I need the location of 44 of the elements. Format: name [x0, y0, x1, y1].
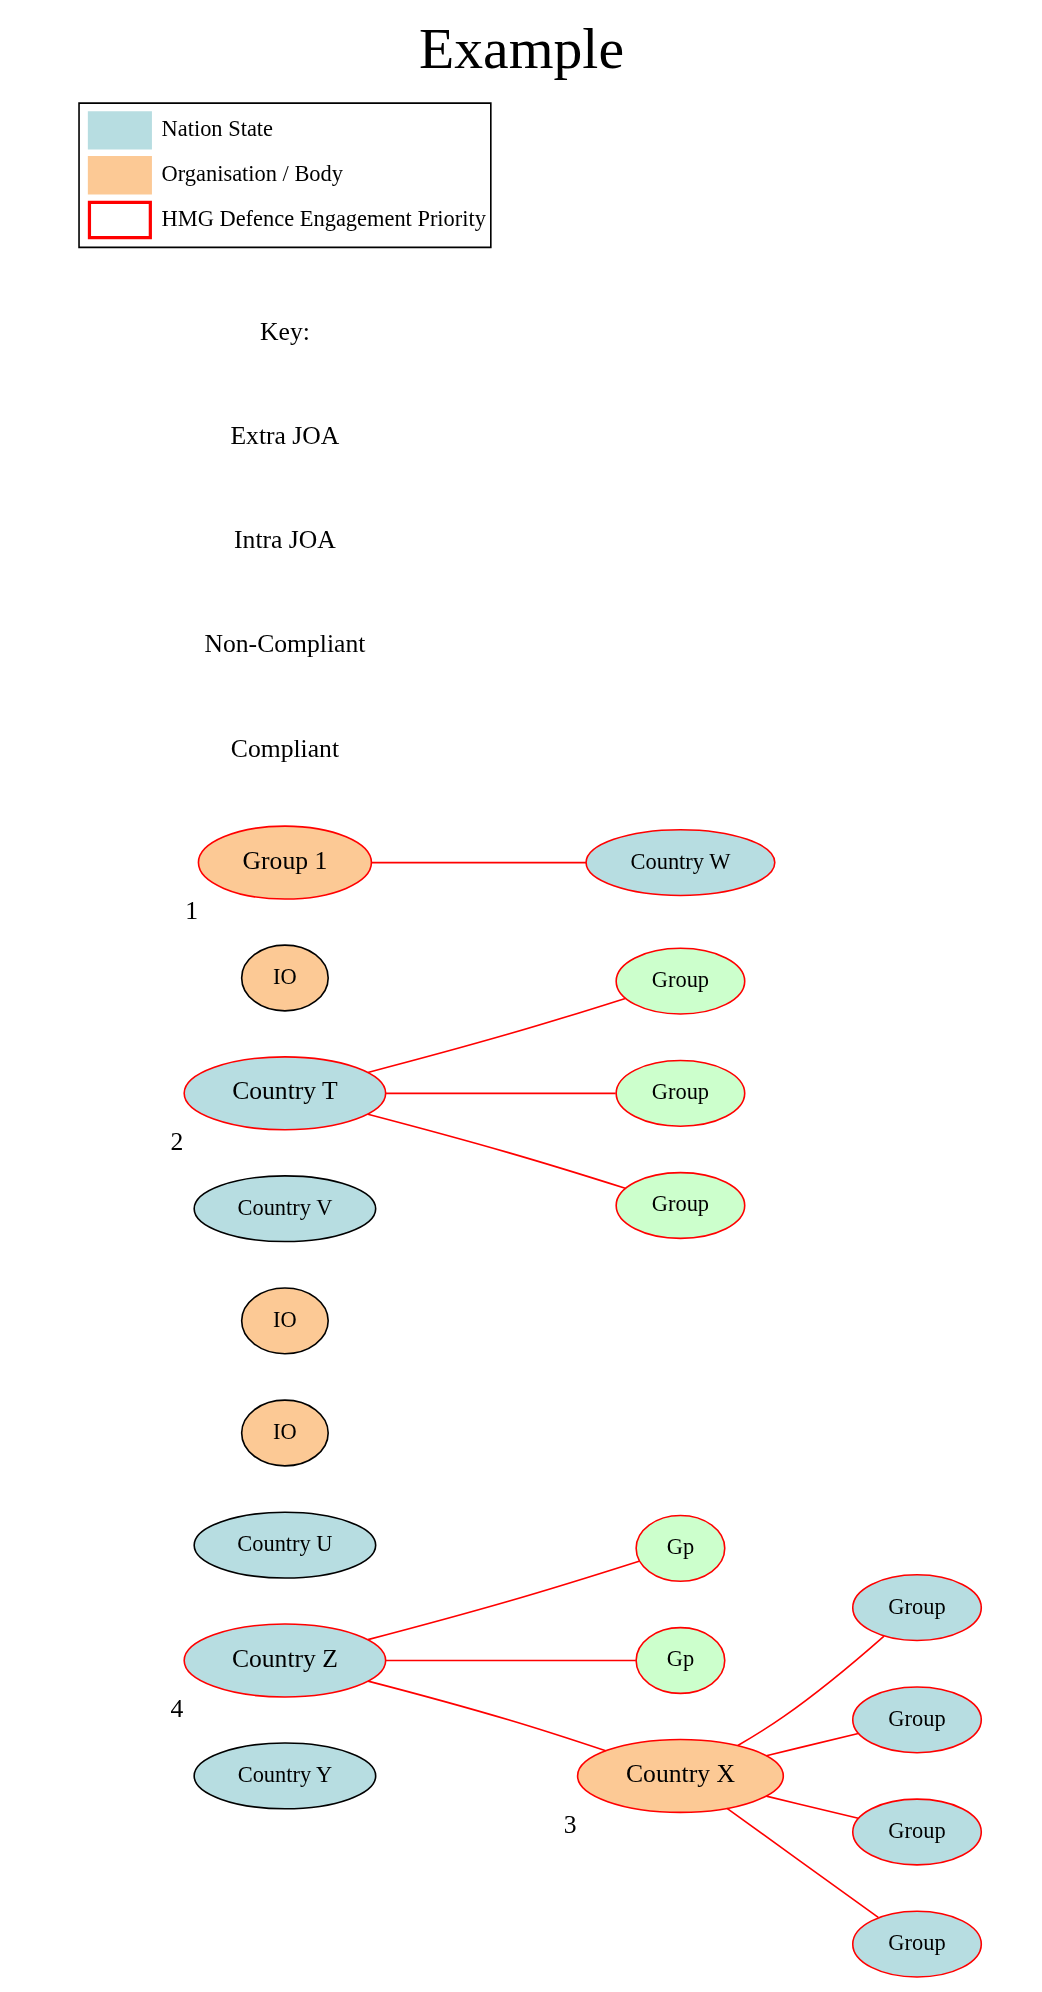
node-ellipse: IO [240, 1287, 329, 1355]
label: Compliant [230, 733, 339, 763]
connector [384, 1659, 637, 1662]
node-ellipse: Gp [634, 1626, 726, 1695]
connector [369, 861, 587, 864]
node-ellipse: Group [851, 1574, 982, 1642]
node-ellipse: IO [240, 944, 329, 1012]
node-ellipse: Gp [634, 1514, 726, 1583]
connector [736, 1635, 885, 1747]
label: Extra JOA [229, 421, 339, 451]
connector [366, 997, 626, 1074]
connector [366, 1113, 626, 1190]
legend-label: Organisation / Body [161, 161, 343, 187]
connector [765, 1732, 859, 1757]
node-label: 3 [563, 1809, 577, 1839]
connector [725, 1807, 879, 1919]
node-ellipse: Country Y [192, 1742, 376, 1810]
node-ellipse: Country W [584, 828, 776, 897]
node-ellipse: Group [614, 1171, 745, 1240]
connector [366, 1560, 640, 1641]
connector [765, 1795, 859, 1820]
connector [384, 1092, 616, 1095]
node-ellipse: Country V [192, 1175, 376, 1243]
node-ellipse: Country Z [182, 1623, 386, 1698]
label: Intra JOA [233, 525, 336, 555]
node-ellipse: Country T [182, 1056, 386, 1131]
node-label: 4 [169, 1694, 183, 1724]
node-ellipse: Group [851, 1686, 982, 1754]
diagram-title: Example [418, 16, 624, 80]
connector [366, 1680, 607, 1752]
node-label: 2 [169, 1127, 183, 1157]
node-ellipse: Group [851, 1910, 982, 1978]
legend-label: Nation State [161, 116, 273, 142]
node-ellipse: Group [614, 947, 745, 1015]
node-label: 1 [184, 896, 198, 926]
label: Key: [259, 316, 310, 346]
node-ellipse: Group [614, 1059, 745, 1127]
node-ellipse: IO [240, 1399, 329, 1467]
legend-label: HMG Defence Engagement Priority [161, 206, 486, 232]
label: Non-Compliant [204, 629, 365, 659]
node-ellipse: Group 1 [197, 825, 372, 900]
node-ellipse: Group [851, 1798, 982, 1866]
node-ellipse: Country X [576, 1738, 784, 1814]
node-ellipse: Country U [192, 1511, 376, 1579]
